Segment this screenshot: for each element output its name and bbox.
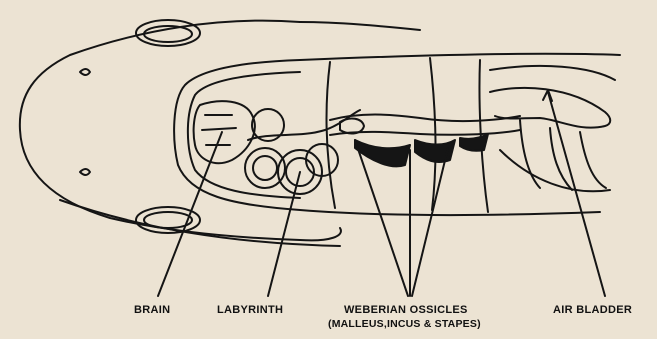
pointer-weberian-3 [412,148,448,296]
labyrinth-loop-2-inner [253,156,277,180]
labyrinth-canal [248,110,360,140]
pointer-labyrinth [268,172,300,296]
pointer-air-bladder [548,92,605,296]
brain-shape [194,101,255,163]
air-bladder-upper [490,66,615,80]
label-labyrinth: LABYRINTH [217,304,283,316]
nostril-lower [80,169,90,175]
brain-fold-2 [202,128,236,130]
stapes [460,134,488,151]
air-bladder-lobe-3 [580,132,606,188]
label-air-bladder: AIR BLADDER [553,304,632,316]
label-brain: BRAIN [134,304,170,316]
ossicle-ring [340,119,364,134]
nostril-upper [80,69,90,75]
head-outline-top [300,22,420,30]
label-weberian-detail: (MALLEUS,INCUS & STAPES) [328,318,481,330]
label-weberian-ossicles: WEBERIAN OSSICLES [344,304,468,316]
cavity-outer [174,54,620,215]
arrow-air-bladder [543,90,552,101]
